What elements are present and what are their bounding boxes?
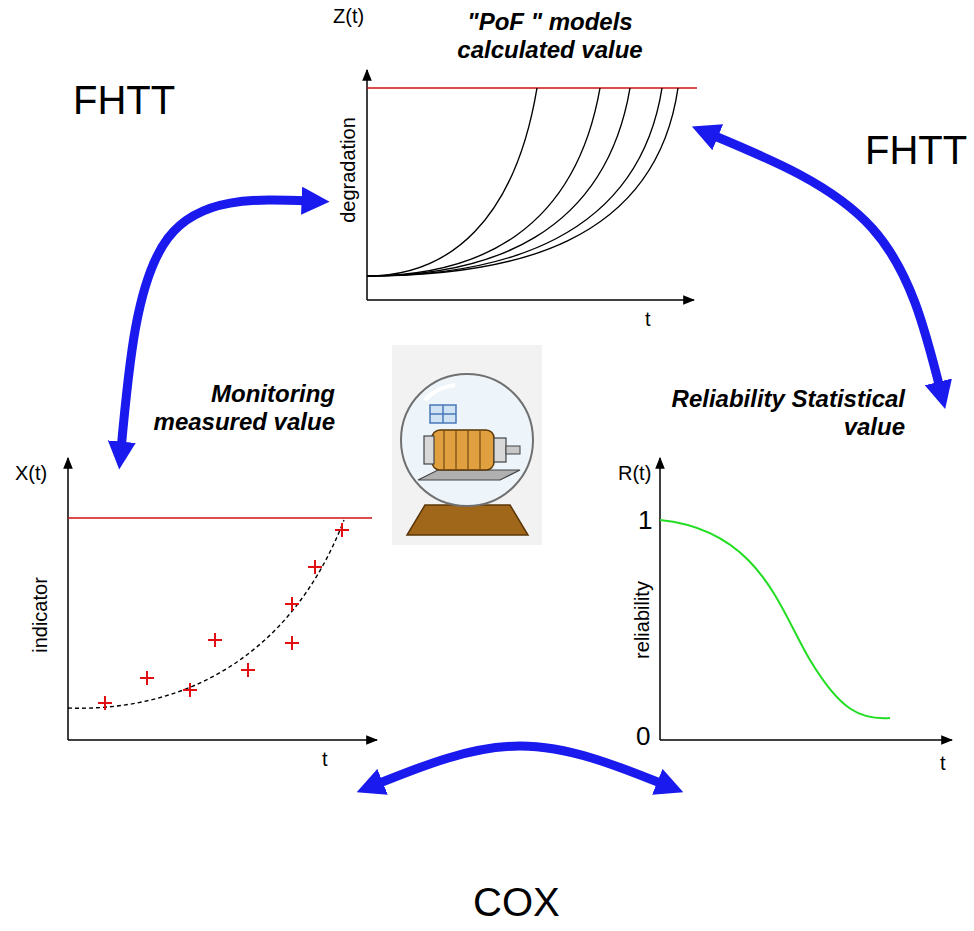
panel-title: Reliability Statistical value — [665, 385, 905, 440]
measure-point — [308, 560, 322, 574]
axis-name: t — [940, 752, 946, 775]
reliability-panel: Reliability Statistical valueR(t)10relia… — [600, 390, 970, 785]
fhtt-arrow — [710, 134, 940, 390]
x-axis — [660, 739, 952, 741]
degradation-curve — [367, 88, 630, 276]
edge-label: FHTT — [862, 128, 970, 172]
measure-point — [285, 597, 299, 611]
motor-body — [432, 430, 494, 470]
motor-endcap — [424, 436, 434, 464]
degradation-curve — [367, 88, 600, 276]
measure-point — [335, 523, 349, 537]
axis-label: reliability — [631, 581, 654, 659]
motor-ribs — [444, 431, 480, 469]
measure-point — [285, 636, 299, 650]
machine-window — [430, 405, 456, 423]
axis-label: indicator — [29, 577, 52, 653]
degradation-chart — [367, 70, 697, 300]
degradation-curves — [367, 88, 678, 276]
axis-name: t — [322, 748, 328, 771]
panel-title: "PoF " models calculated value — [420, 8, 680, 63]
y-axis — [659, 458, 661, 740]
measurement-points — [98, 523, 349, 710]
axis-tick: 0 — [636, 722, 650, 752]
glass-shine — [425, 385, 455, 400]
trend-curve — [68, 520, 344, 708]
machine-base — [418, 470, 520, 480]
measure-point — [208, 633, 222, 647]
measure-point — [98, 696, 112, 710]
reliability-curve — [660, 520, 890, 718]
cox-arrow — [375, 746, 665, 785]
ball-ground — [392, 345, 542, 545]
x-axis — [367, 299, 694, 301]
ball-stand — [407, 505, 528, 535]
axis-tick: 1 — [638, 506, 652, 536]
glass-ball — [401, 374, 533, 506]
axis-name: t — [645, 308, 651, 331]
monitoring-chart — [68, 458, 377, 740]
motor-shaft — [506, 446, 520, 454]
threshold-line — [68, 517, 372, 519]
edge-label: FHTT — [70, 78, 178, 122]
panel-title: Monitoring measured value — [125, 380, 335, 435]
reliability-chart — [660, 458, 952, 740]
measure-point — [140, 671, 154, 685]
axis-label: degradation — [337, 117, 360, 223]
axis-name: X(t) — [15, 462, 47, 485]
degradation-curve — [367, 88, 678, 276]
degradation-curve — [367, 88, 537, 276]
measure-point — [241, 663, 255, 677]
degradation-curve — [367, 88, 662, 276]
measure-point — [183, 683, 197, 697]
y-axis — [67, 458, 69, 740]
motor-flange — [494, 438, 506, 462]
degradation-panel: "PoF " models calculated value Z(t) degrad… — [310, 0, 710, 335]
crystal-ball — [392, 345, 542, 545]
edge-label: COX — [470, 880, 563, 924]
y-axis — [366, 70, 368, 300]
x-axis — [68, 739, 377, 741]
axis-name: R(t) — [618, 462, 651, 485]
axis-name: Z(t) — [333, 5, 364, 28]
threshold-line — [367, 87, 697, 89]
monitoring-panel: Monitoring measured valueX(t)indicatort — [10, 450, 380, 785]
